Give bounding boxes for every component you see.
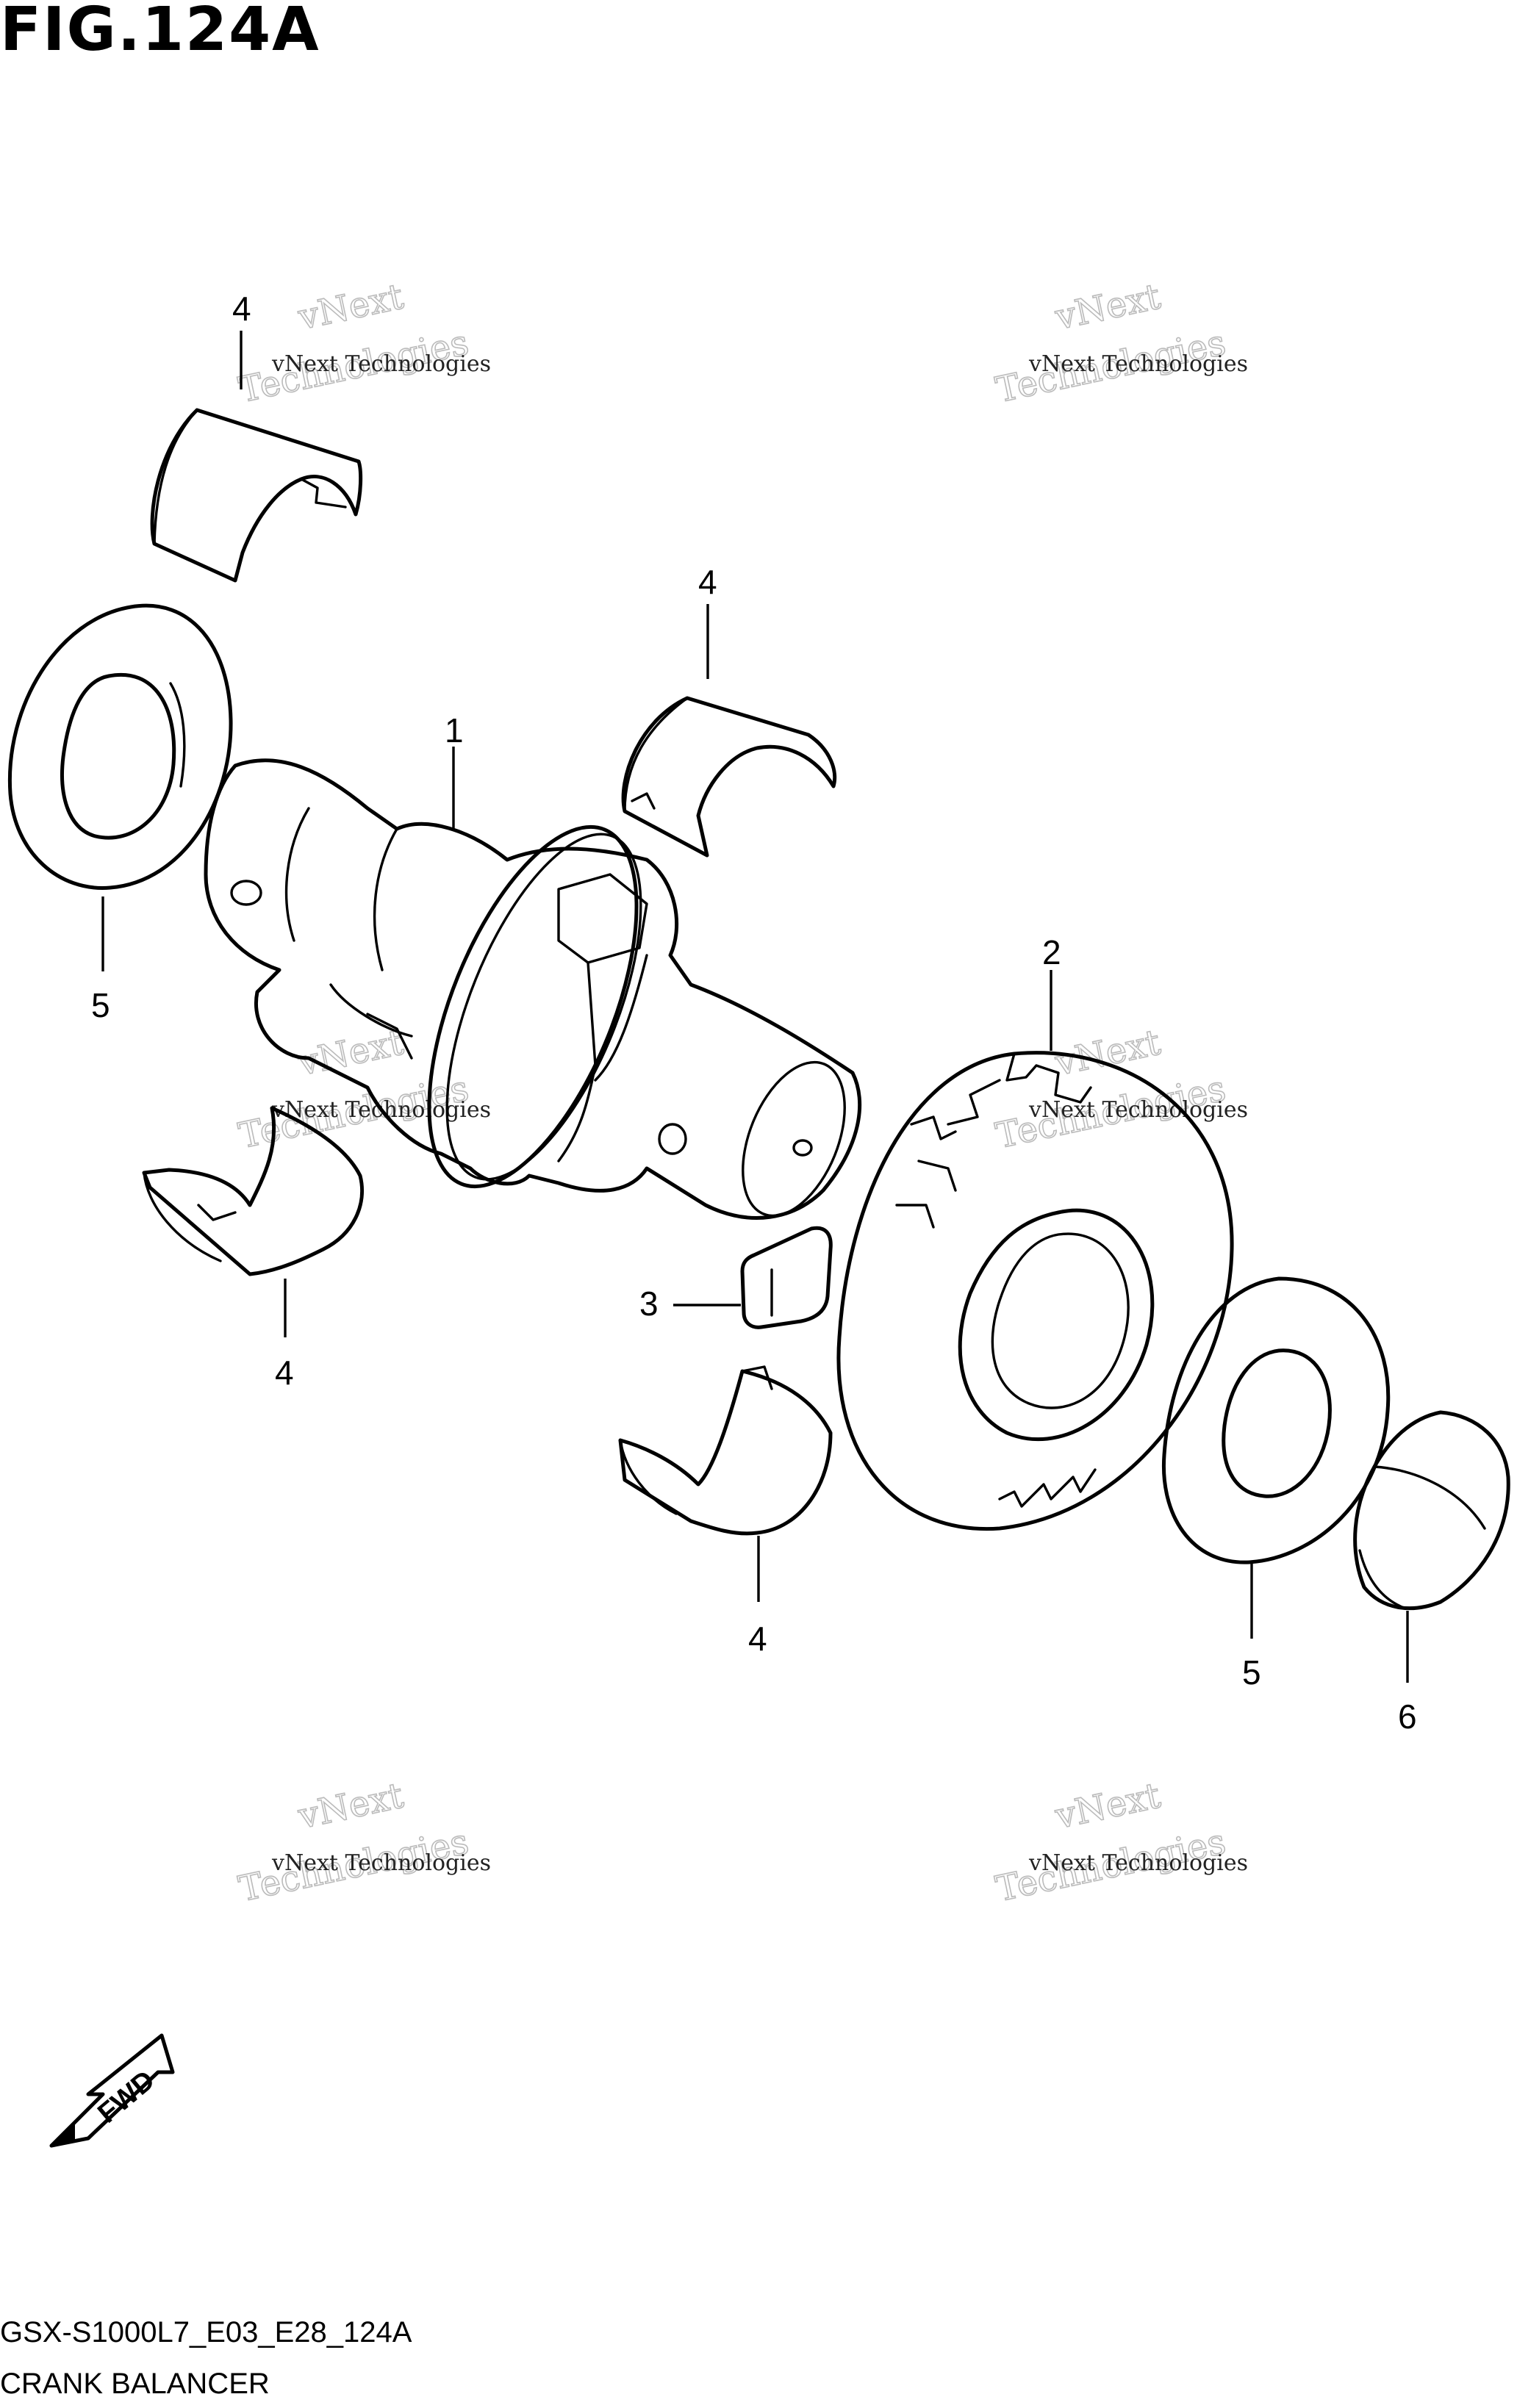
bearing-shell-top-left (150, 408, 363, 583)
balancer-driven-gear (836, 1051, 1234, 1531)
end-cap (1353, 1410, 1510, 1611)
callout-3: 3 (639, 1284, 659, 1323)
watermark-top-left: vNext Technologies vNext Technologies (234, 276, 491, 411)
bearing-shell-lower-middle (618, 1365, 833, 1536)
bearing-shell-upper-middle (621, 696, 837, 858)
thrust-washer-right (1161, 1276, 1391, 1564)
svg-text:vNext: vNext (1051, 276, 1163, 338)
callout-6: 6 (1398, 1697, 1417, 1736)
svg-text:vNext: vNext (1051, 1021, 1163, 1084)
figure-code: GSX-S1000L7_E03_E28_124A (0, 2316, 412, 2348)
thrust-washer-left (7, 603, 233, 890)
callout-1: 1 (445, 711, 464, 750)
figure-name: CRANK BALANCER (0, 2368, 270, 2400)
svg-text:vNext Technologies: vNext Technologies (271, 1850, 491, 1876)
svg-text:vNext: vNext (294, 1021, 406, 1084)
svg-text:vNext: vNext (294, 276, 406, 338)
fwd-arrow-icon: FWD (49, 2033, 175, 2148)
callout-4-lower-middle: 4 (748, 1620, 767, 1658)
forward-direction-indicator: FWD (44, 2028, 184, 2157)
svg-text:vNext Technologies: vNext Technologies (271, 351, 491, 377)
svg-text:vNext Technologies: vNext Technologies (1028, 351, 1248, 377)
callout-5-left: 5 (91, 986, 110, 1024)
callout-4-upper-middle: 4 (698, 563, 717, 601)
woodruff-key (740, 1226, 833, 1329)
callout-5-right: 5 (1242, 1653, 1261, 1692)
svg-text:vNext Technologies: vNext Technologies (1028, 1097, 1248, 1123)
watermark-bottom-right: vNext Technologies vNext Technologies (991, 1775, 1248, 1911)
callout-2: 2 (1042, 933, 1061, 971)
svg-text:vNext: vNext (1051, 1775, 1163, 1837)
callout-4-lower-left: 4 (275, 1354, 294, 1392)
leader-lines (101, 331, 1409, 1683)
balancer-shaft (204, 758, 862, 1220)
watermark-bottom-left: vNext Technologies vNext Technologies (234, 1775, 491, 1911)
svg-text:vNext: vNext (294, 1775, 406, 1837)
figure-title: FIG.124A (0, 0, 320, 65)
watermark-middle-right: vNext Technologies vNext Technologies (991, 1021, 1248, 1157)
callout-labels: 4 4 1 5 2 3 4 4 5 6 (91, 290, 1417, 1736)
watermark-top-right: vNext Technologies vNext Technologies (991, 276, 1248, 411)
callout-4-top-left: 4 (232, 290, 251, 328)
bearing-shell-lower-left (142, 1106, 365, 1276)
svg-text:vNext Technologies: vNext Technologies (1028, 1850, 1248, 1876)
